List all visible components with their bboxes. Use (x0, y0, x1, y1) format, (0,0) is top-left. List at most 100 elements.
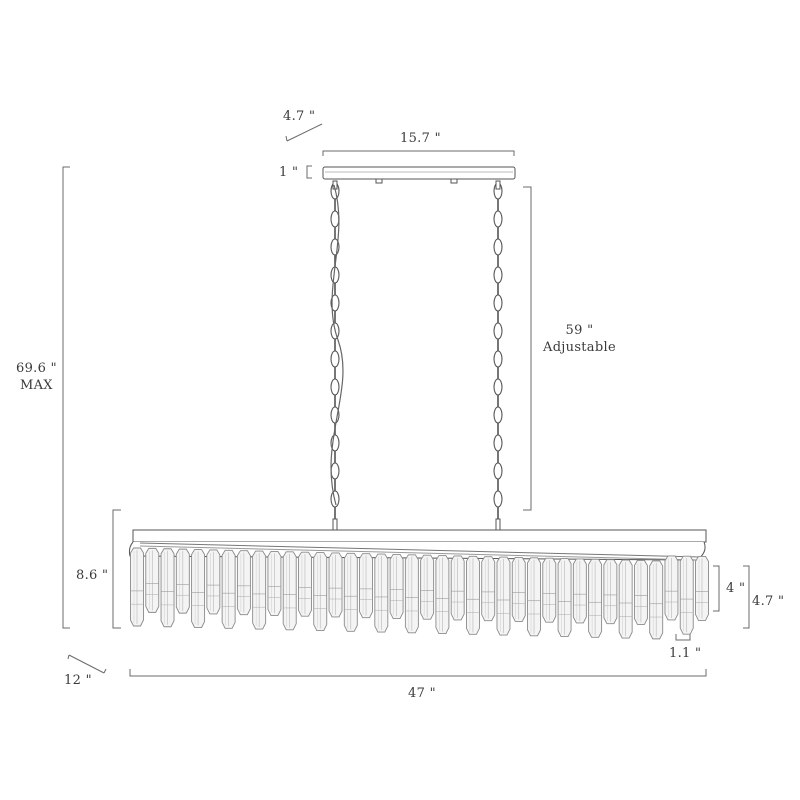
crystal (282, 551, 297, 631)
crystal (435, 555, 450, 635)
crystal (420, 554, 435, 620)
canopy-height-label: 1 " (279, 165, 299, 180)
crystal (481, 556, 496, 622)
crystal (557, 558, 572, 638)
chain-link (330, 210, 340, 228)
crystal-height-label: 4 " (726, 581, 746, 596)
chain-link (493, 490, 503, 508)
crystal (130, 547, 144, 627)
chain-link (497, 227, 499, 239)
power-cord (330, 184, 344, 506)
canopy-width-dimension (322, 150, 515, 156)
chain-link (334, 199, 336, 211)
chain-link (493, 350, 503, 368)
chain-link (334, 507, 336, 519)
chain-link (330, 462, 340, 480)
chain-length-dimension (523, 186, 532, 511)
chain-link (497, 451, 499, 463)
crystal (542, 557, 557, 623)
side-height-dimension (743, 565, 750, 629)
crystal (511, 557, 526, 622)
canopy-height-dimension (306, 165, 312, 179)
canopy-depth-label: 4.7 " (283, 109, 316, 124)
chain-link (497, 283, 499, 295)
canopy-depth-dimension (286, 123, 323, 142)
overall-height-label: 69.6 " (16, 361, 57, 376)
crystal (374, 553, 389, 633)
crystal (145, 547, 160, 613)
body-height-dimension (112, 509, 121, 629)
overall-height-max-label: MAX (20, 378, 53, 393)
crystal (588, 558, 603, 638)
body-width-label: 47 " (408, 686, 436, 701)
chain-link (493, 462, 503, 480)
crystal (221, 549, 236, 629)
chain-link (334, 283, 336, 295)
crystal (695, 555, 709, 621)
body-width-dimension (129, 669, 707, 677)
chain-link (334, 451, 336, 463)
crystal-height-dimension (713, 565, 720, 612)
crystal (527, 557, 541, 637)
crystal (496, 556, 511, 636)
chain-link (493, 434, 503, 452)
side-height-label: 4.7 " (752, 594, 785, 609)
crystal (236, 550, 251, 616)
chain-link (330, 350, 340, 368)
chain-length-label: 59 " (565, 323, 594, 338)
crystal (465, 555, 480, 635)
crystal (603, 559, 618, 625)
crystal (328, 552, 343, 618)
crystal (633, 560, 648, 625)
canopy-width-label: 15.7 " (400, 131, 441, 146)
chain-link (497, 423, 499, 435)
chain-link (493, 266, 503, 284)
body-depth-label: 12 " (64, 673, 92, 688)
chain-adjustable-label: Adjustable (543, 340, 616, 355)
crystal (267, 550, 282, 616)
crystal-rows (130, 547, 709, 640)
crystal (404, 554, 419, 634)
chain-hook (332, 518, 338, 532)
chain-hook (495, 180, 501, 190)
chain-link (497, 479, 499, 491)
chain-link (493, 322, 503, 340)
chain-link (493, 210, 503, 228)
crystal-width-label: 1.1 " (669, 646, 702, 661)
chain-hook (495, 518, 501, 532)
crystal (175, 548, 190, 614)
chain-link (334, 479, 336, 491)
chain-link (334, 227, 336, 239)
crystal (359, 553, 374, 619)
chain-link (497, 199, 499, 211)
chain-link (493, 406, 503, 424)
crystal (313, 552, 328, 631)
chain-link (497, 395, 499, 407)
body-depth-dimension (68, 654, 105, 674)
crystal (206, 549, 221, 615)
crystal-width-dimension (675, 634, 691, 641)
canopy (322, 166, 516, 184)
chain-link (334, 367, 336, 379)
overall-height-dimension (62, 166, 70, 629)
chain-link (497, 311, 499, 323)
chain-link (493, 294, 503, 312)
chain-link (334, 339, 336, 351)
body-height-label: 8.6 " (76, 568, 109, 583)
crystal (191, 549, 206, 628)
crystal (343, 552, 358, 632)
crystal (679, 555, 694, 635)
chain-link (334, 311, 336, 323)
crystal (252, 550, 267, 630)
chain-link (497, 255, 499, 267)
chain-link (334, 395, 336, 407)
crystal (664, 555, 679, 621)
chain-link (497, 339, 499, 351)
crystal (618, 559, 633, 639)
crystal (389, 553, 404, 619)
dimension-lines (62, 123, 750, 677)
crystal (298, 551, 312, 617)
chain-link (334, 255, 336, 267)
